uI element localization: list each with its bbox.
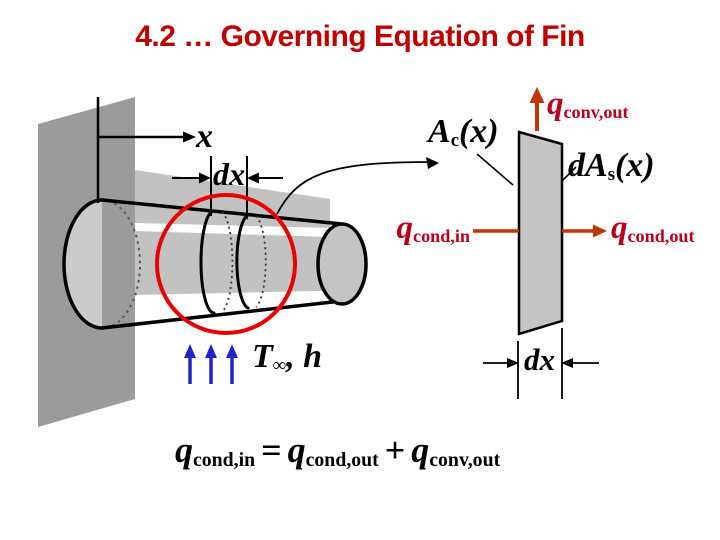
fin-base-edge xyxy=(62,198,104,330)
up-arrow-icon xyxy=(205,344,217,358)
fin-dx-arrowhead-left-icon xyxy=(199,172,211,184)
q-conv-out-label: qconv,out xyxy=(547,86,629,122)
element-dx-label: dx xyxy=(524,342,555,377)
x-axis xyxy=(96,97,196,203)
fin-dx-label: dx xyxy=(213,156,245,192)
x-axis-arrowhead-icon xyxy=(183,131,196,143)
slice-to-element-pointer xyxy=(276,157,439,215)
surface-area-label: dAs(x) xyxy=(568,147,655,186)
slice-front-arc-right xyxy=(235,213,250,310)
surface-area-pointer-line xyxy=(560,166,577,183)
convection-arrows xyxy=(184,344,238,384)
fin-front-face xyxy=(135,231,362,295)
element-dx-arrowhead-right-icon xyxy=(561,358,573,368)
x-axis-label: x xyxy=(196,118,213,155)
cross-section-pointer-line xyxy=(476,153,514,186)
q-cond-out-label: qcond,out xyxy=(611,210,695,246)
q-conv-out-arrowhead-icon xyxy=(529,87,545,103)
fin-base-ellipse xyxy=(62,198,141,330)
slide-title: 4.2 … Governing Equation of Fin xyxy=(135,20,585,53)
differential-slice xyxy=(199,209,267,315)
ambient-temperature-label: T∞, h xyxy=(252,338,323,377)
pointer-arrowhead-icon xyxy=(426,157,439,169)
slice-front-arc-left xyxy=(199,209,216,315)
fin-base-face xyxy=(64,200,102,328)
pointer-curve xyxy=(276,161,430,215)
fin-dx-arrowhead-right-icon xyxy=(247,172,259,184)
element-dx-arrowhead-left-icon xyxy=(507,358,519,368)
fin-top-face xyxy=(135,170,330,228)
fin-bottom-outline xyxy=(100,298,352,330)
cross-section-area-label: Ac(x) xyxy=(428,113,499,152)
slice-hidden-arc-left xyxy=(221,211,234,313)
heat-flow-arrows xyxy=(473,87,607,238)
fin-base-hidden-edge xyxy=(101,199,141,329)
energy-balance-equation: qcond,in=qcond,out+qconv,out xyxy=(175,430,501,472)
differential-element xyxy=(517,130,564,336)
fin-dx-dimension xyxy=(172,156,283,219)
q-cond-out-arrowhead-icon xyxy=(593,224,607,238)
fin-shaded-body xyxy=(135,170,362,295)
fin-tip-ellipse xyxy=(316,222,368,306)
up-arrow-icon xyxy=(226,344,238,358)
highlight-circle xyxy=(155,193,297,335)
element-dx-dimension xyxy=(483,328,599,399)
up-arrow-icon xyxy=(184,344,196,358)
q-cond-in-label: qcond,in xyxy=(396,210,470,246)
